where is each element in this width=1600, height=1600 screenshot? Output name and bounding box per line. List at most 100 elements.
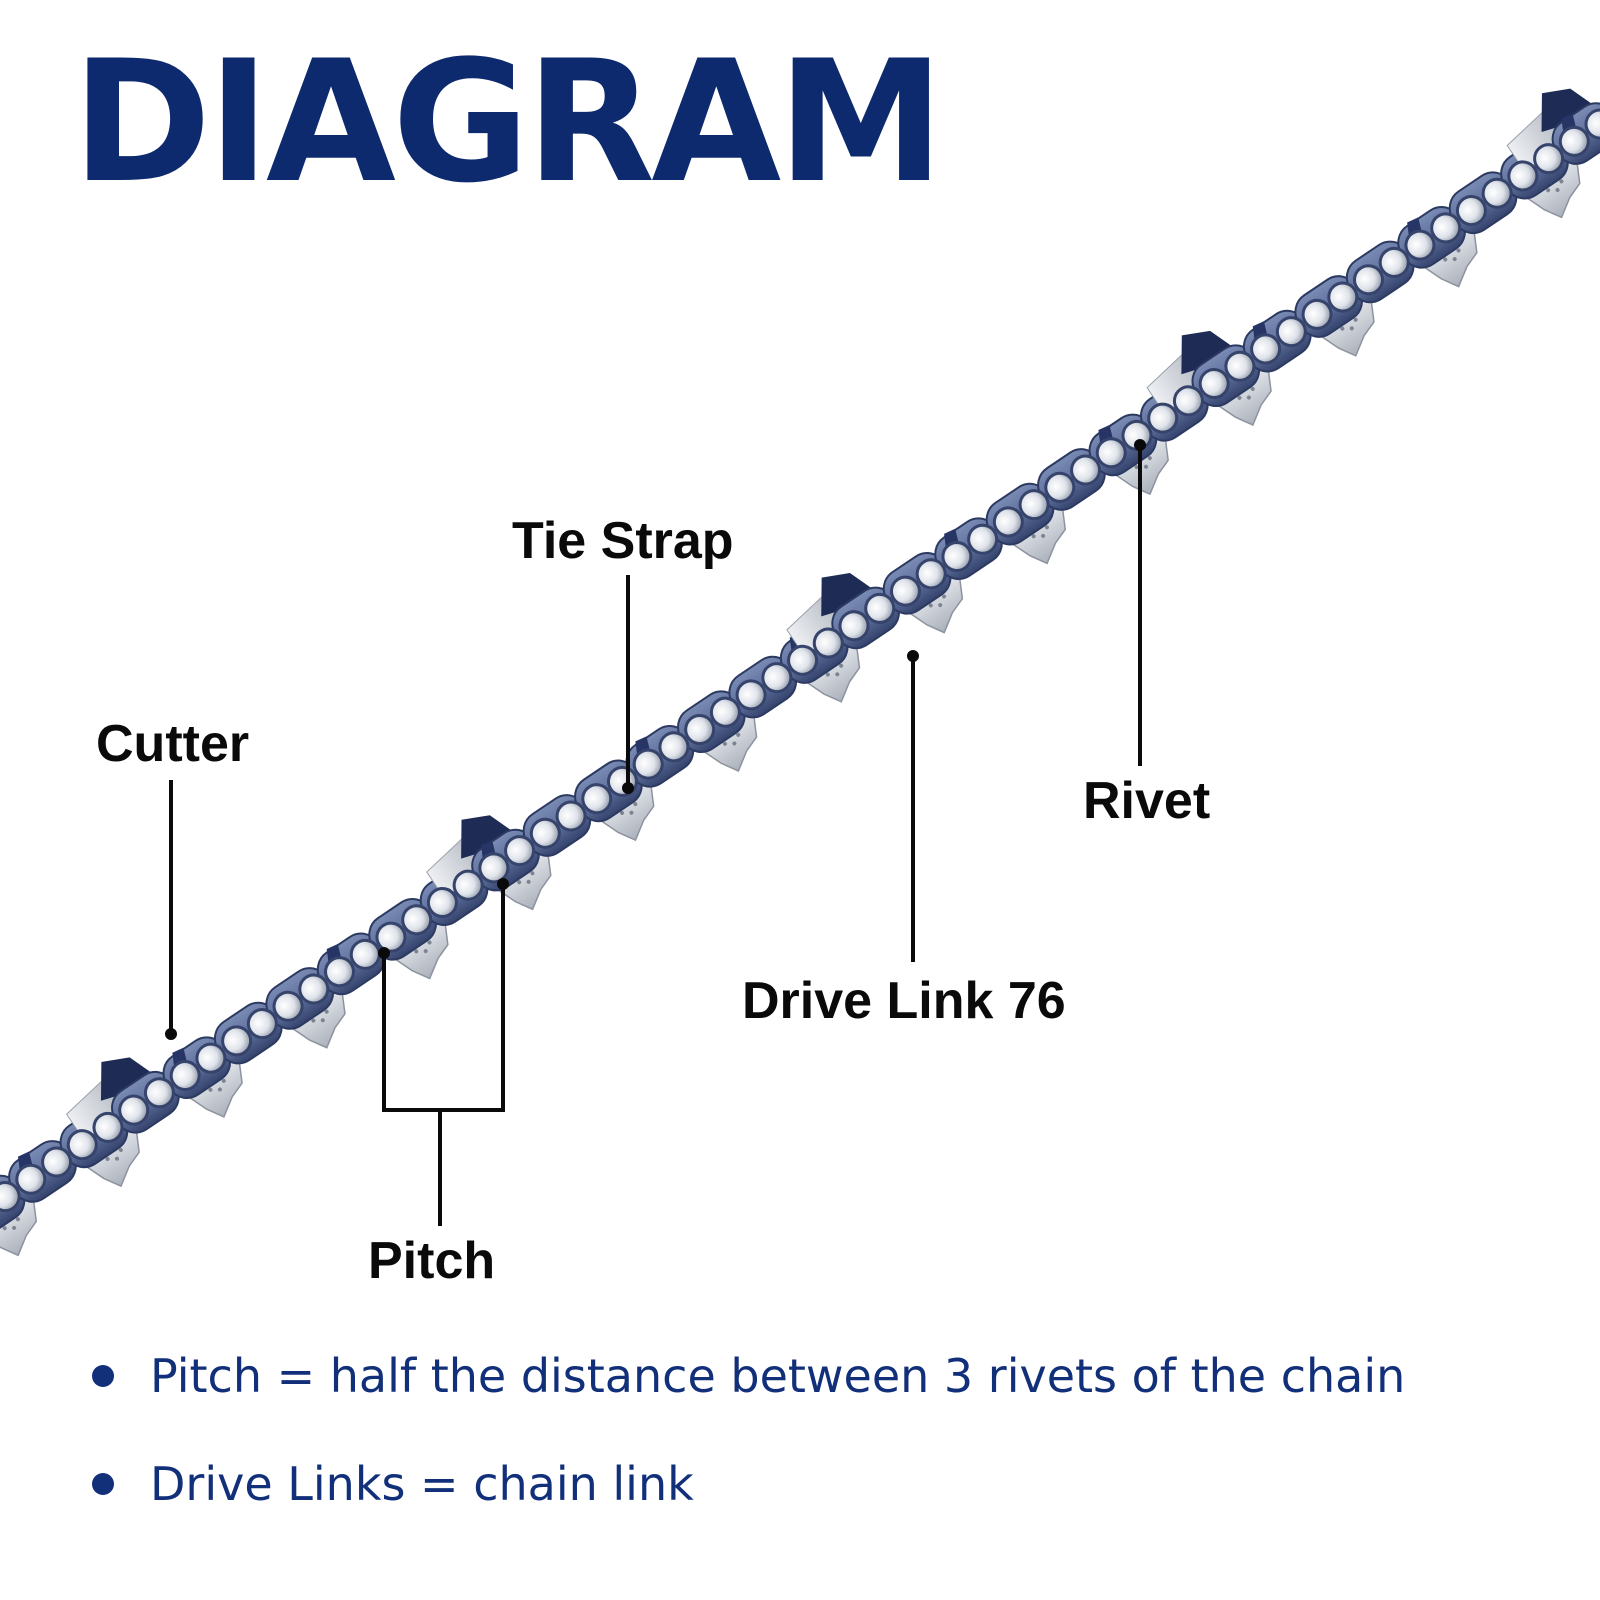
drive-link-dot (1456, 248, 1461, 253)
drive-link-dot (118, 1148, 123, 1153)
drive-link-dot (722, 741, 727, 746)
cutter-tooth-top (1541, 88, 1594, 133)
cutter-tooth-top (100, 1057, 153, 1101)
rivet-label: Rivet (1083, 772, 1211, 830)
rivet (761, 662, 793, 694)
rivet (272, 990, 304, 1022)
rivet (658, 731, 690, 763)
drive-link-dot (427, 940, 432, 945)
drive-link-dot (311, 1018, 316, 1023)
rivet (889, 575, 921, 607)
rivet (1095, 437, 1127, 469)
rivet-leader-dot (1134, 439, 1146, 451)
rivet (504, 835, 536, 867)
rivet (143, 1077, 175, 1109)
drive-link-dot (115, 1156, 120, 1161)
rivet (0, 1181, 21, 1213)
drive-link-dot (517, 880, 522, 885)
rivet (1327, 281, 1359, 313)
drive-link-dot (620, 811, 625, 816)
drive-link-dot (928, 603, 933, 608)
drive-link-dot (633, 802, 638, 807)
rivet (967, 523, 999, 555)
cutter-label: Cutter (96, 715, 250, 773)
page-title: DIAGRAM (72, 24, 944, 220)
rivet (324, 956, 356, 988)
rivet (92, 1111, 124, 1143)
rivet (581, 783, 613, 815)
rivet (1533, 143, 1565, 175)
rivet (1404, 229, 1436, 261)
drive-link-dot (1546, 188, 1551, 193)
drive-link-dot (414, 949, 419, 954)
tie-strap-leader-dot (622, 782, 634, 794)
drive-link-dot (938, 603, 943, 608)
rivet (1018, 489, 1050, 521)
drive-link-dot (825, 672, 830, 677)
drive-link-dot (320, 1018, 325, 1023)
drive-link-dot (1353, 317, 1358, 322)
drive-link-dot (221, 1078, 226, 1083)
drive-link-dot (15, 1217, 20, 1222)
note-pitch: Pitch = half the distance between 3 rive… (92, 1348, 1405, 1404)
chain-body (0, 88, 1600, 1257)
note-drive-links-text: Drive Links = chain link (150, 1457, 694, 1511)
drive-link-dot (1443, 257, 1448, 262)
rivet (787, 644, 819, 676)
rivet (1044, 471, 1076, 503)
rivet (1455, 195, 1487, 227)
rivet (992, 506, 1024, 538)
drive-link-dot (423, 949, 428, 954)
rivet (1275, 316, 1307, 348)
notes-list: Pitch = half the distance between 3 rive… (92, 1348, 1405, 1564)
rivet (375, 921, 407, 953)
rivet (41, 1146, 73, 1178)
rivet (812, 627, 844, 659)
rivet (246, 1008, 278, 1040)
rivet (632, 748, 664, 780)
drive-link-dot (1246, 395, 1251, 400)
cutter-tooth-top (1181, 330, 1233, 375)
rivet (1430, 212, 1462, 244)
drive-link-dot (526, 879, 531, 884)
rivet (349, 938, 381, 970)
drive-link-dot (1559, 179, 1564, 184)
rivet (169, 1059, 201, 1091)
drive-link-dot (1555, 187, 1560, 192)
drive-link-dot (736, 732, 741, 737)
cutter-leader-dot (165, 1028, 177, 1040)
drive-link-dot (530, 871, 535, 876)
drive-link-dot (1237, 395, 1242, 400)
note-drive-links: Drive Links = chain link (92, 1456, 1405, 1512)
drive-link-leader-dot (907, 650, 919, 662)
rivet (555, 800, 587, 832)
drive-link-dot (1041, 533, 1046, 538)
rivet (529, 817, 561, 849)
tie-strap-label: Tie Strap (512, 512, 734, 570)
drive-link-dot (1134, 465, 1139, 470)
rivet (735, 679, 767, 711)
rivet (66, 1129, 98, 1161)
rivet (15, 1163, 47, 1195)
drive-link-dot (1340, 326, 1345, 331)
rivet (401, 904, 433, 936)
rivet (118, 1094, 150, 1126)
drive-link-dot (12, 1225, 17, 1230)
pitch-rivet-dot-left (378, 947, 390, 959)
rivet (941, 541, 973, 573)
pitch-label: Pitch (368, 1232, 496, 1290)
rivet (1301, 298, 1333, 330)
drive-link-dot (1147, 456, 1152, 461)
rivet (1353, 264, 1385, 296)
saw-chain (0, 88, 1600, 1257)
drive-link-dot (324, 1009, 329, 1014)
bullet-icon (92, 1365, 114, 1387)
drive-link-dot (1250, 386, 1255, 391)
rivet (195, 1042, 227, 1074)
rivet (838, 610, 870, 642)
drive-link-dot (732, 741, 737, 746)
rivet (1584, 108, 1600, 140)
drive-link-dot (629, 810, 634, 815)
rivet (1250, 333, 1282, 365)
rivet (864, 592, 896, 624)
